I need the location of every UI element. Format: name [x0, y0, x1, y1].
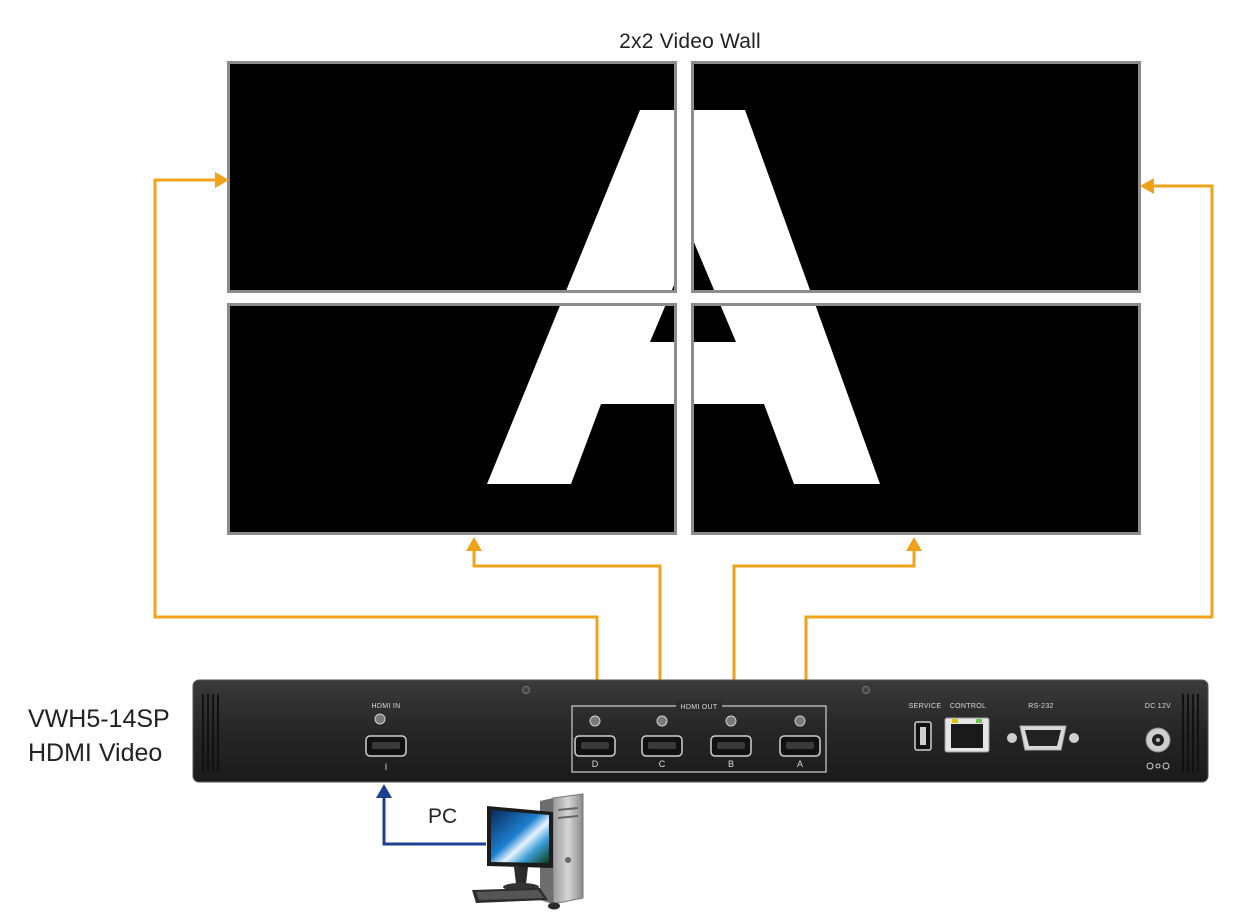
arrowhead-input	[376, 784, 392, 798]
hdmi-in-port[interactable]	[365, 735, 407, 757]
screw-icon	[862, 686, 870, 694]
screen-top-left	[227, 61, 677, 293]
screen-top-right	[691, 61, 1141, 293]
desktop-computer-icon	[472, 793, 584, 910]
hdmi-out-port-a-label: A	[797, 759, 803, 769]
pc-label: PC	[428, 805, 458, 828]
device-label: VWH5-14SP HDMI Video	[28, 702, 170, 770]
arrowhead-top-right	[1140, 178, 1154, 194]
usb-service-port[interactable]	[914, 721, 932, 751]
output-cables	[153, 178, 1214, 683]
service-label: SERVICE	[909, 703, 942, 710]
hdmi-in-label: HDMI IN	[372, 703, 401, 710]
device-subtitle: HDMI Video	[28, 739, 163, 767]
power-label: DC 12V	[1145, 703, 1171, 710]
device-model: VWH5-14SP	[28, 705, 170, 733]
screw-icon	[522, 686, 530, 694]
power-section: DC 12V	[1145, 703, 1171, 770]
ethernet-control-port[interactable]	[944, 717, 990, 753]
dc-power-jack[interactable]	[1145, 727, 1171, 753]
input-cable	[376, 784, 486, 846]
vent-right	[1182, 694, 1199, 772]
hdmi-out-port-b-label: B	[728, 759, 734, 769]
rs232-section: RS-232	[1007, 703, 1079, 751]
arrowhead-top-left	[215, 172, 229, 188]
hdmi-out-port-d-label: D	[592, 759, 599, 769]
cable-to-bottom-left	[472, 548, 662, 683]
hdmi-out-port-c[interactable]	[641, 715, 683, 757]
output-arrowheads	[215, 172, 1154, 551]
cable-to-bottom-right	[732, 548, 916, 683]
rs232-port[interactable]	[1007, 725, 1079, 751]
arrowhead-bottom-right	[906, 537, 922, 551]
video-wall	[227, 61, 1141, 535]
arrowhead-bottom-left	[466, 537, 482, 551]
hdmi-out-port-a[interactable]	[779, 715, 821, 757]
video-wall-title: 2x2 Video Wall	[619, 30, 761, 53]
screen-bottom-left	[227, 303, 677, 535]
hdmi-out-label: HDMI OUT	[680, 704, 717, 711]
led-icon	[374, 713, 386, 725]
service-control-section: SERVICE CONTROL	[909, 703, 990, 753]
cable-to-top-left	[153, 178, 599, 683]
polarity-icon	[1146, 762, 1170, 770]
cable-to-top-right	[804, 184, 1214, 683]
rs232-label: RS-232	[1028, 703, 1054, 710]
screen-bottom-right	[691, 303, 1141, 535]
vent-left	[202, 694, 219, 772]
control-label: CONTROL	[950, 703, 986, 710]
hdmi-in-port-label: I	[385, 762, 388, 772]
hdmi-out-section: HDMI OUT D C B A	[571, 701, 827, 773]
hdmi-out-port-c-label: C	[659, 759, 666, 769]
hdmi-out-port-d[interactable]	[574, 715, 616, 757]
hdmi-out-port-b[interactable]	[710, 715, 752, 757]
device-chassis	[192, 679, 1209, 783]
hdmi-in-section: HDMI IN I	[365, 703, 407, 772]
